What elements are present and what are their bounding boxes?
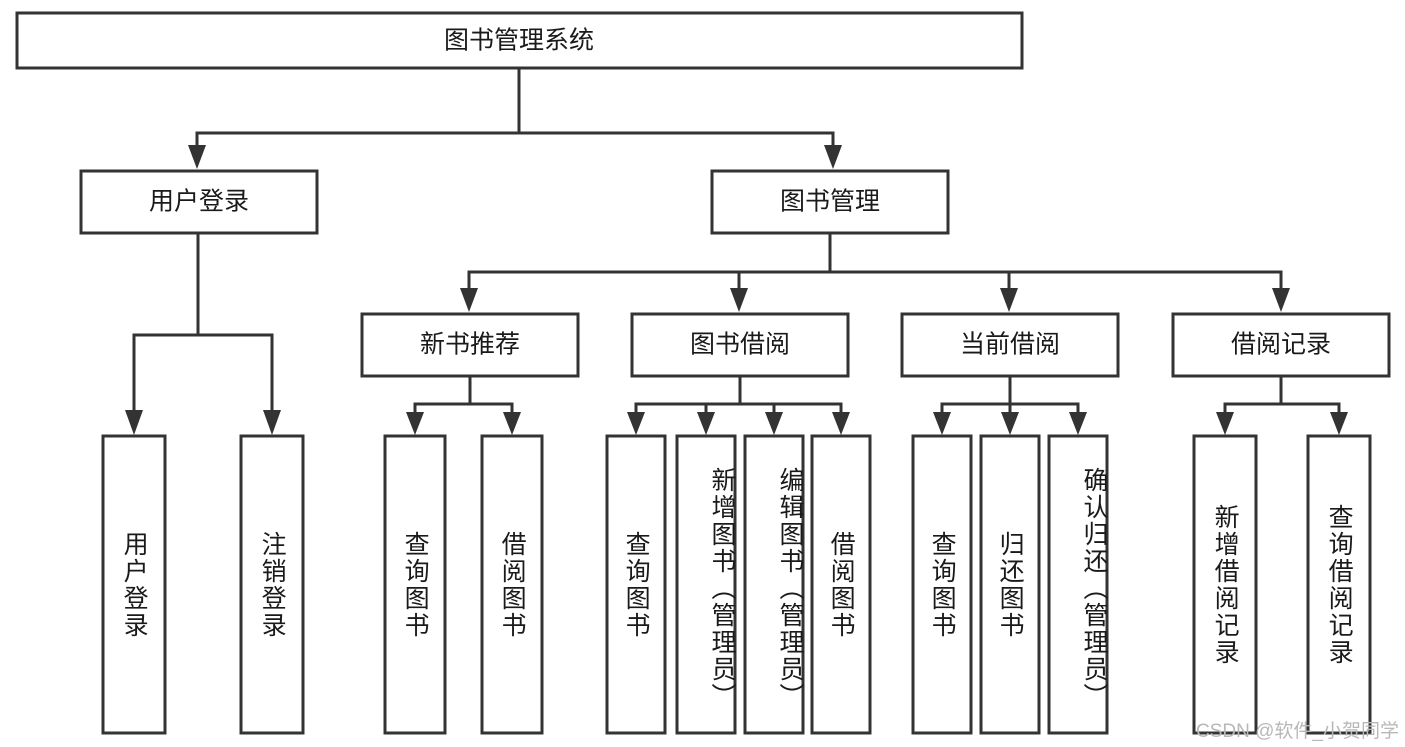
arrow-currentborrow-leaf-3 <box>1069 412 1087 435</box>
arrow-userlogin-leaf-2 <box>263 410 281 435</box>
arrow-root-to-book-manage <box>824 145 842 169</box>
arrow-bookborrow-leaf-4 <box>832 412 850 435</box>
node-current-borrow[interactable]: 当前借阅 <box>900 312 1120 378</box>
arrow-userlogin-leaf-1 <box>125 410 143 435</box>
leaf-boxes <box>101 434 1372 735</box>
node-new-book-rec[interactable]: 新书推荐 <box>360 312 580 378</box>
leaf-box-login-user-login[interactable] <box>101 434 167 735</box>
node-borrow-record-label: 借阅记录 <box>1231 331 1331 359</box>
node-root[interactable]: 图书管理系统 <box>15 11 1024 70</box>
csdn-watermark: CSDN @软件_小贺同学 <box>1196 721 1399 742</box>
leaf-box-rec-borrow-book[interactable] <box>480 434 544 735</box>
arrow-currentborrow-leaf-1 <box>933 412 951 435</box>
leaf-box-rec-query-record[interactable] <box>1306 434 1372 735</box>
arrow-bookborrow-leaf-3 <box>765 412 783 435</box>
leaf-box-cur-confirm-return[interactable] <box>1047 434 1109 735</box>
node-current-borrow-box[interactable] <box>900 312 1120 378</box>
arrow-newbook-leaf-2 <box>503 412 521 435</box>
leaf-box-borrow-query-book[interactable] <box>605 434 667 735</box>
arrow-bookmanage-child-4 <box>1272 288 1290 312</box>
arrow-root-to-user-login <box>188 145 206 169</box>
arrow-bookmanage-child-1 <box>460 288 478 312</box>
connectors <box>125 66 1348 435</box>
arrow-currentborrow-leaf-2 <box>1001 412 1019 435</box>
node-root-box[interactable] <box>15 11 1024 70</box>
leaf-box-cur-return-book[interactable] <box>979 434 1041 735</box>
node-user-login-box[interactable] <box>79 169 319 235</box>
node-book-manage-label: 图书管理 <box>780 188 880 216</box>
leaf-box-rec-query-book[interactable] <box>383 434 447 735</box>
node-book-manage[interactable]: 图书管理 <box>710 169 950 235</box>
arrow-newbook-leaf-1 <box>406 412 424 435</box>
node-new-book-rec-label: 新书推荐 <box>420 331 520 359</box>
leaf-box-rec-add-record[interactable] <box>1192 434 1258 735</box>
node-book-borrow[interactable]: 图书借阅 <box>630 312 850 378</box>
leaf-box-borrow-add-book[interactable] <box>675 434 737 735</box>
node-user-login[interactable]: 用户登录 <box>79 169 319 235</box>
arrow-bookborrow-leaf-2 <box>697 412 715 435</box>
leaf-box-cur-query-book[interactable] <box>911 434 973 735</box>
leaf-box-borrow-edit-book[interactable] <box>743 434 805 735</box>
node-current-borrow-label: 当前借阅 <box>960 331 1060 359</box>
node-user-login-label: 用户登录 <box>149 188 249 216</box>
node-borrow-record-box[interactable] <box>1171 312 1391 378</box>
arrow-bookborrow-leaf-1 <box>627 412 645 435</box>
arrow-bookmanage-child-2 <box>730 288 748 312</box>
node-book-manage-box[interactable] <box>710 169 950 235</box>
node-new-book-rec-box[interactable] <box>360 312 580 378</box>
node-root-label: 图书管理系统 <box>444 27 594 55</box>
arrow-borrowrecord-leaf-2 <box>1330 412 1348 435</box>
node-book-borrow-box[interactable] <box>630 312 850 378</box>
arrow-borrowrecord-leaf-1 <box>1216 412 1234 435</box>
arrow-bookmanage-child-3 <box>1000 288 1018 312</box>
leaf-box-borrow-borrow-book[interactable] <box>810 434 872 735</box>
node-book-borrow-label: 图书借阅 <box>690 331 790 359</box>
leaf-box-login-logout[interactable] <box>239 434 305 735</box>
node-borrow-record[interactable]: 借阅记录 <box>1171 312 1391 378</box>
